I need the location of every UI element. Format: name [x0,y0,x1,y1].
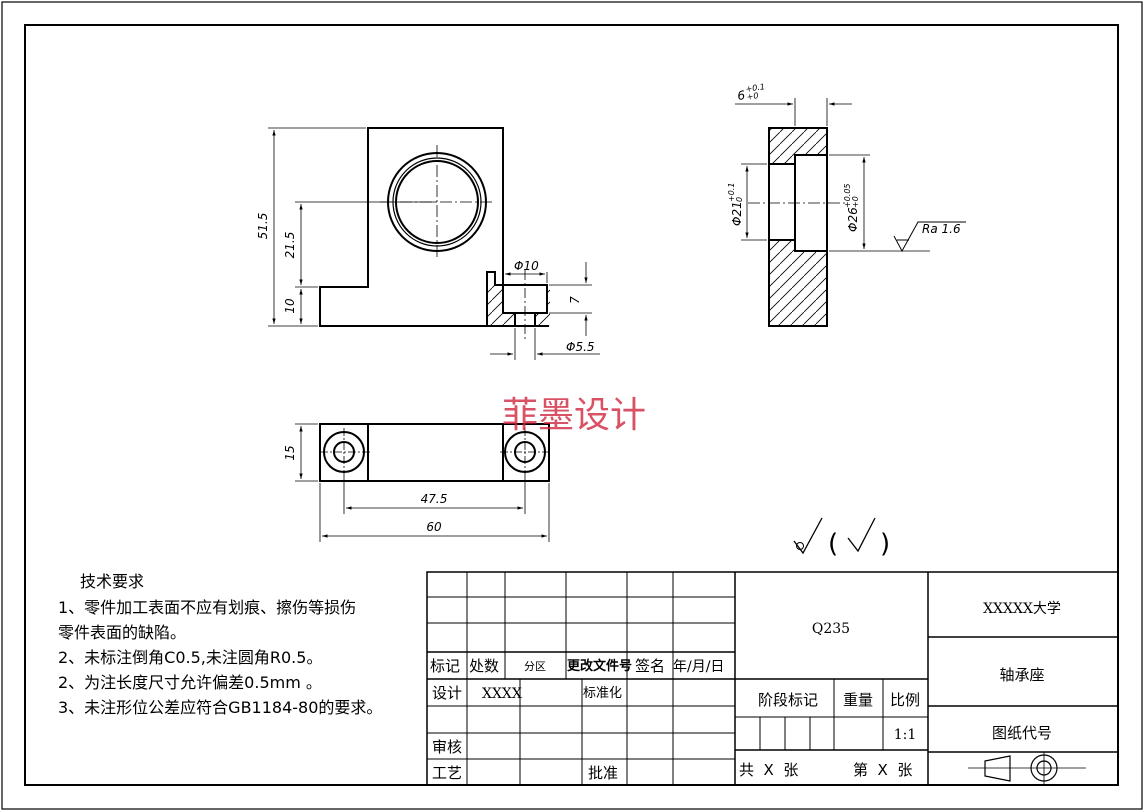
dim-6-tol-lower: +0 [746,91,759,102]
dim-15: 15 [283,445,297,460]
tb-drawing-no: 图纸代号 [992,724,1052,742]
tb-header-docno: 更改文件号 [567,658,632,674]
dim-7: 7 [568,296,582,304]
dim-phi26-tol-upper: +0.05 [843,183,852,208]
technical-requirements: 技术要求 1、零件加工表面不应有划痕、擦伤等损伤 零件表面的缺陷。 2、未标注倒… [58,572,382,717]
tb-review-label: 审核 [432,738,462,756]
finish-paren-close: ) [880,529,890,559]
tb-material: Q235 [812,621,850,637]
dim-10: 10 [283,298,297,314]
side-hatch-bottom [769,240,827,326]
dim-phi10: Φ10 [514,259,539,273]
dim-51-5: 51.5 [256,213,270,240]
dim-21-5: 21.5 [283,232,297,259]
side-view: 6 +0.1 +0 Φ21 +0.1 0 Φ26 +0.05 +0 Ra 1.6 [727,82,966,327]
tb-weight: 重量 [843,691,873,709]
tb-process-label: 工艺 [432,764,462,782]
top-view-outline [319,423,550,482]
requirement-line: 1、零件加工表面不应有划痕、擦伤等损伤 [58,598,356,617]
tb-stage-mark: 阶段标记 [758,691,818,709]
requirements-title: 技术要求 [80,572,144,591]
dim-60: 60 [426,520,442,534]
tb-sheet-no: 第 X 张 [853,761,912,779]
dim-phi5-5: Φ5.5 [566,340,595,354]
tb-design-label: 设计 [432,684,462,702]
front-view-outline [319,127,504,327]
tb-standard-label: 标准化 [583,686,622,701]
tb-header-zone: 分区 [524,660,546,673]
dim-phi21: Φ21 [730,201,744,226]
tb-total-sheets: 共 X 张 [739,761,798,779]
side-view-outline [768,127,828,327]
watermark: 菲墨设计 [502,395,646,436]
side-bore-profile [769,154,827,252]
tb-approve-label: 批准 [588,764,618,782]
roughness-label: Ra 1.6 [922,222,961,236]
projection-symbol [968,752,1086,784]
dim-phi26: Φ26 [846,207,860,232]
tb-header-sign: 签名 [635,657,665,675]
tb-part-name: 轴承座 [999,666,1044,684]
general-finish-symbol: ( ) [793,517,890,559]
tb-header-count: 处数 [469,657,499,675]
front-view: 51.5 21.5 10 Φ10 7 Φ5.5 [256,127,600,360]
title-block-text: 标记 处数 分区 更改文件号 签名 年/月/日 设计 XXXX 标准化 审核 工… [430,601,1061,782]
dim-phi21-tol-upper: +0.1 [727,183,736,202]
roughness-symbol [893,221,966,253]
tb-university: XXXXX大学 [983,601,1061,617]
top-view: 15 47.5 60 [283,423,550,542]
title-block [426,571,1119,786]
finish-paren-open: ( [828,529,838,559]
tb-header-mark: 标记 [430,657,460,675]
requirement-line: 3、未注形位公差应符合GB1184-80的要求。 [58,698,382,717]
requirement-line: 零件表面的缺陷。 [58,623,186,642]
requirement-line: 2、为注长度尺寸允许偏差0.5mm 。 [58,673,322,692]
requirement-line: 2、未标注倒角C0.5,未注圆角R0.5。 [58,648,322,667]
tb-scale-value: 1:1 [894,727,917,743]
side-hatch-top [769,128,827,164]
dim-47-5: 47.5 [421,492,448,506]
dim-6: 6 [736,88,746,103]
dim-phi21-tol-lower: 0 [735,197,744,202]
tb-designer: XXXX [482,686,522,702]
tb-header-date: 年/月/日 [673,659,724,675]
tb-scale-label: 比例 [890,691,920,709]
dim-6-tol-upper: +0.1 [745,82,766,94]
dim-phi26-tol-lower: +0 [851,196,860,208]
